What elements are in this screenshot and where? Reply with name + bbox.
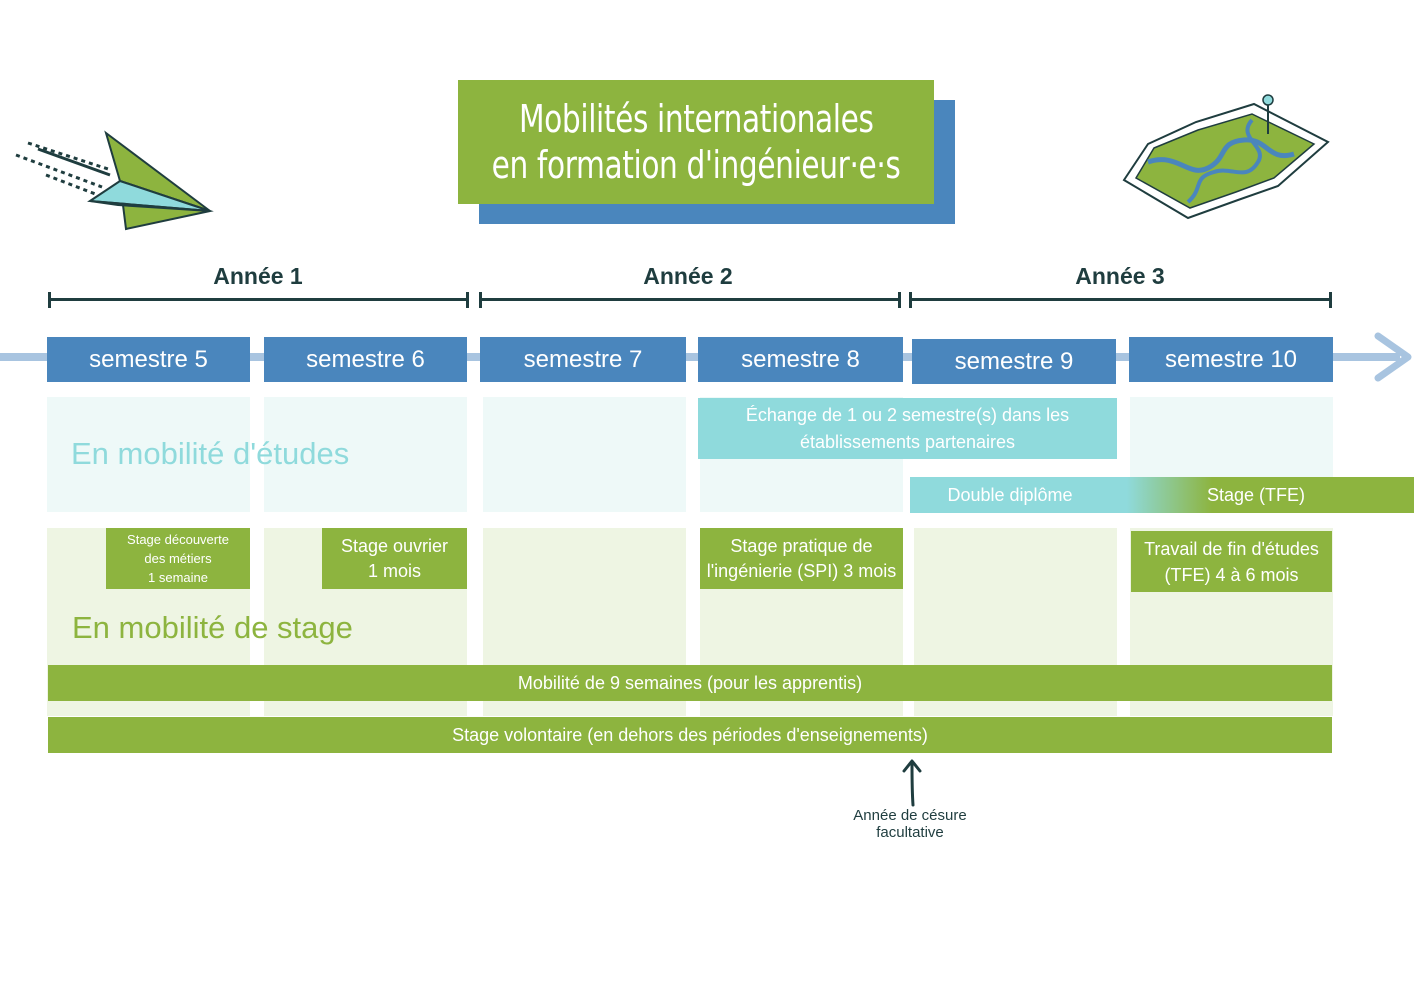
etudes-cell-s7 (483, 397, 686, 512)
arrow-up-icon (902, 759, 922, 807)
etudes-cell-s6 (264, 397, 467, 512)
echange-box: Échange de 1 ou 2 semestre(s) dans les é… (698, 398, 1117, 459)
year-1-label: Année 1 (213, 263, 303, 289)
year-2-label: Année 2 (643, 263, 733, 289)
etudes-cell-s5 (47, 397, 250, 512)
semester-5: semestre 5 (47, 337, 250, 382)
semester-7: semestre 7 (480, 337, 686, 382)
stage-decouverte-box: Stage découverte des métiers 1 semaine (106, 528, 250, 589)
year-3-label: Année 3 (1075, 263, 1165, 289)
semester-10: semestre 10 (1129, 337, 1333, 382)
arrow-right-icon (1374, 332, 1412, 382)
title-line-2: en formation d'ingénieur·e·s (491, 143, 901, 187)
stage-ouvrier-box: Stage ouvrier 1 mois (322, 528, 467, 589)
stage-volontaire-bar: Stage volontaire (en dehors des périodes… (48, 717, 1332, 753)
double-diplome-stage-tfe-bar (910, 477, 1414, 513)
map-icon (1122, 94, 1330, 220)
tfe-box: Travail de fin d'études (TFE) 4 à 6 mois (1131, 531, 1332, 592)
year-1-bracket (48, 292, 469, 308)
semester-6: semestre 6 (264, 337, 467, 382)
year-3-bracket (909, 292, 1332, 308)
page-title: Mobilités internationales en formation d… (458, 80, 934, 204)
cesure-note: Année de césure facultative (853, 807, 967, 841)
semester-8: semestre 8 (698, 337, 903, 382)
paper-plane-icon (15, 130, 214, 231)
double-diplome-label: Double diplôme (947, 484, 1073, 505)
title-line-1: Mobilités internationales (518, 97, 874, 141)
year-2-bracket (479, 292, 901, 308)
stage-tfe-label: Stage (TFE) (1206, 484, 1306, 505)
semester-9: semestre 9 (912, 339, 1116, 384)
section-label-stage: En mobilité de stage (72, 610, 353, 645)
stage-spi-box: Stage pratique de l'ingénierie (SPI) 3 m… (700, 528, 903, 589)
apprentis-bar: Mobilité de 9 semaines (pour les apprent… (48, 665, 1332, 701)
section-label-etudes: En mobilité d'études (71, 436, 350, 471)
